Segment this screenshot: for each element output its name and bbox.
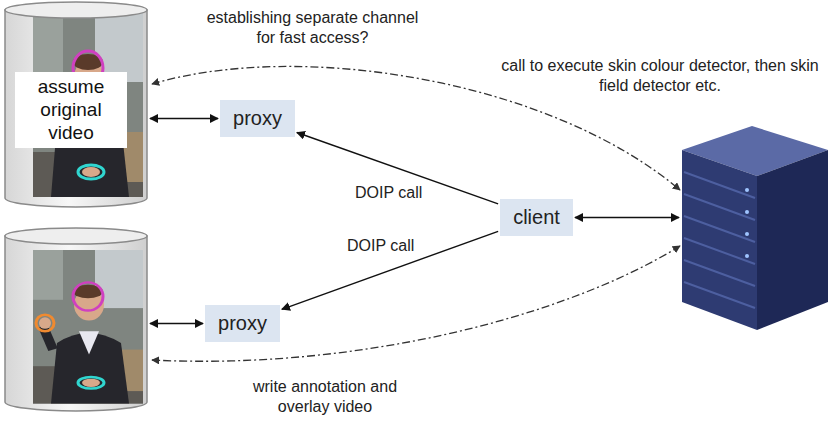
box-label: client bbox=[513, 206, 560, 229]
server-link bbox=[575, 217, 679, 218]
edge-label: DOIP call bbox=[347, 236, 414, 255]
cylinder-top bbox=[5, 2, 147, 18]
connector-arrow bbox=[297, 132, 498, 203]
edge-label: DOIP call bbox=[355, 183, 422, 202]
video-frame bbox=[33, 250, 143, 404]
server-icon bbox=[682, 126, 828, 330]
note-label: establishing separate channel for fast a… bbox=[205, 8, 420, 48]
box-label: proxy bbox=[233, 107, 282, 130]
database-caption: assume original video bbox=[15, 72, 127, 148]
process-box: proxy bbox=[205, 305, 280, 342]
cylinder-top bbox=[5, 228, 147, 244]
storage-link bbox=[150, 323, 203, 324]
database-cylinder bbox=[5, 10, 147, 207]
connector-arrow bbox=[150, 118, 218, 119]
connector-arrow bbox=[282, 231, 498, 309]
database-cylinder bbox=[5, 236, 147, 411]
dashed-channel bbox=[152, 246, 680, 361]
note-label: write annotation and overlay video bbox=[230, 377, 420, 417]
process-box: proxy bbox=[220, 100, 295, 137]
process-box: client bbox=[500, 199, 573, 236]
box-label: proxy bbox=[218, 312, 267, 335]
note-label: call to execute skin colour detector, th… bbox=[495, 56, 825, 96]
database-node: assume original video bbox=[5, 0, 148, 205]
